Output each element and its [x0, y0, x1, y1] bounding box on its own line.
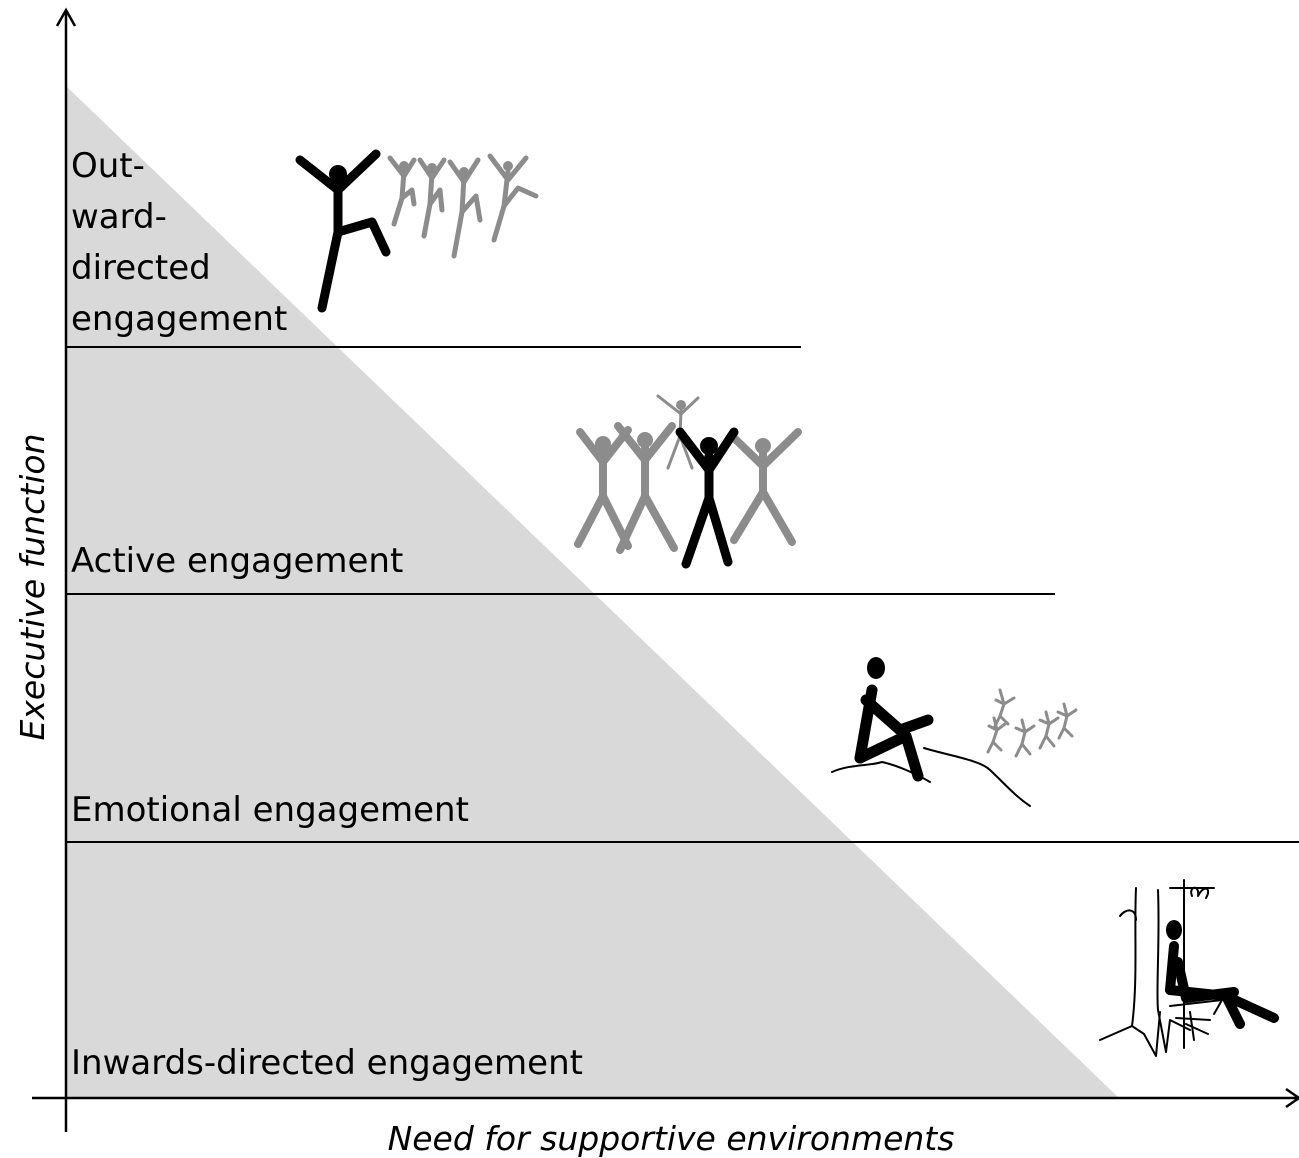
svg-text:engagement: engagement — [71, 299, 287, 339]
svg-text:directed: directed — [71, 248, 211, 288]
shaded-triangle — [66, 86, 1118, 1097]
level-label-inwards-directed: Inwards-directed engagement — [71, 1043, 583, 1083]
x-axis — [32, 1087, 1299, 1109]
x-axis-label: Need for supportive environments — [388, 1119, 955, 1158]
svg-text:Out-: Out- — [71, 146, 145, 186]
level-label-emotional: Emotional engagement — [71, 790, 469, 830]
svg-text:ward-: ward- — [71, 197, 167, 237]
figure-resting-by-tree-icon — [1099, 879, 1279, 1057]
level-label-active: Active engagement — [71, 541, 403, 581]
seated-figure-watching-group-icon — [831, 657, 1078, 807]
jumping-figure-with-crowd-icon — [295, 149, 539, 313]
y-axis-label: Executive function — [13, 434, 52, 741]
level-label-outward-directed: Out- ward- directed engagement — [71, 146, 287, 339]
y-axis — [55, 7, 77, 1132]
group-of-cheering-figures-icon — [574, 394, 802, 569]
